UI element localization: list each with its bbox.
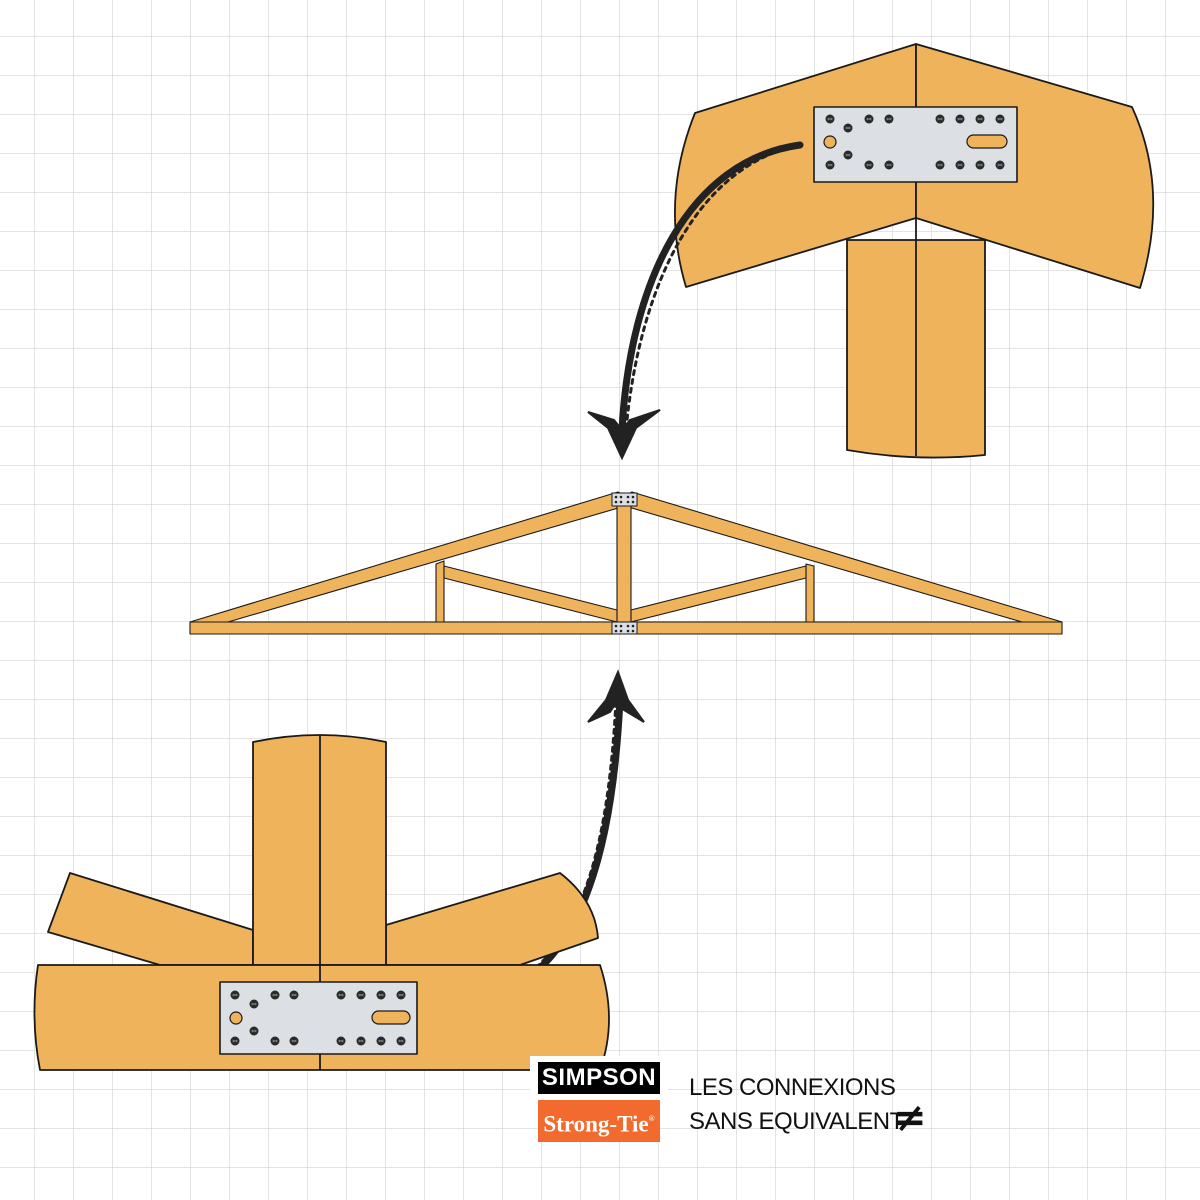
logo-simpson-text: SIMPSON: [538, 1062, 660, 1094]
logo-registered-mark: ®: [648, 1114, 655, 1123]
tagline-line-2: SANS EQUIVALENT: [689, 1108, 904, 1135]
simpson-strong-tie-logo: SIMPSON Strong-Tie®: [530, 1056, 668, 1146]
bottom-chord-detail: [33, 734, 610, 1071]
logo-strongtie-text: Strong-Tie: [543, 1111, 649, 1137]
tagline: LES CONNEXIONS SANS EQUIVALENT: [689, 1071, 904, 1139]
not-equal-icon: ≠: [893, 1095, 927, 1141]
truss-connector-plates: [611, 492, 638, 635]
arrow-down-icon: [587, 141, 804, 461]
ridge-plate-bolts: [823, 114, 1008, 170]
logo-bottom: Strong-Tie®: [538, 1100, 660, 1142]
logo-top: SIMPSON: [530, 1056, 668, 1100]
bottom-plate-bolts: [229, 990, 411, 1046]
tagline-line-1: LES CONNEXIONS: [689, 1074, 896, 1101]
ridge-detail: [674, 43, 1155, 459]
